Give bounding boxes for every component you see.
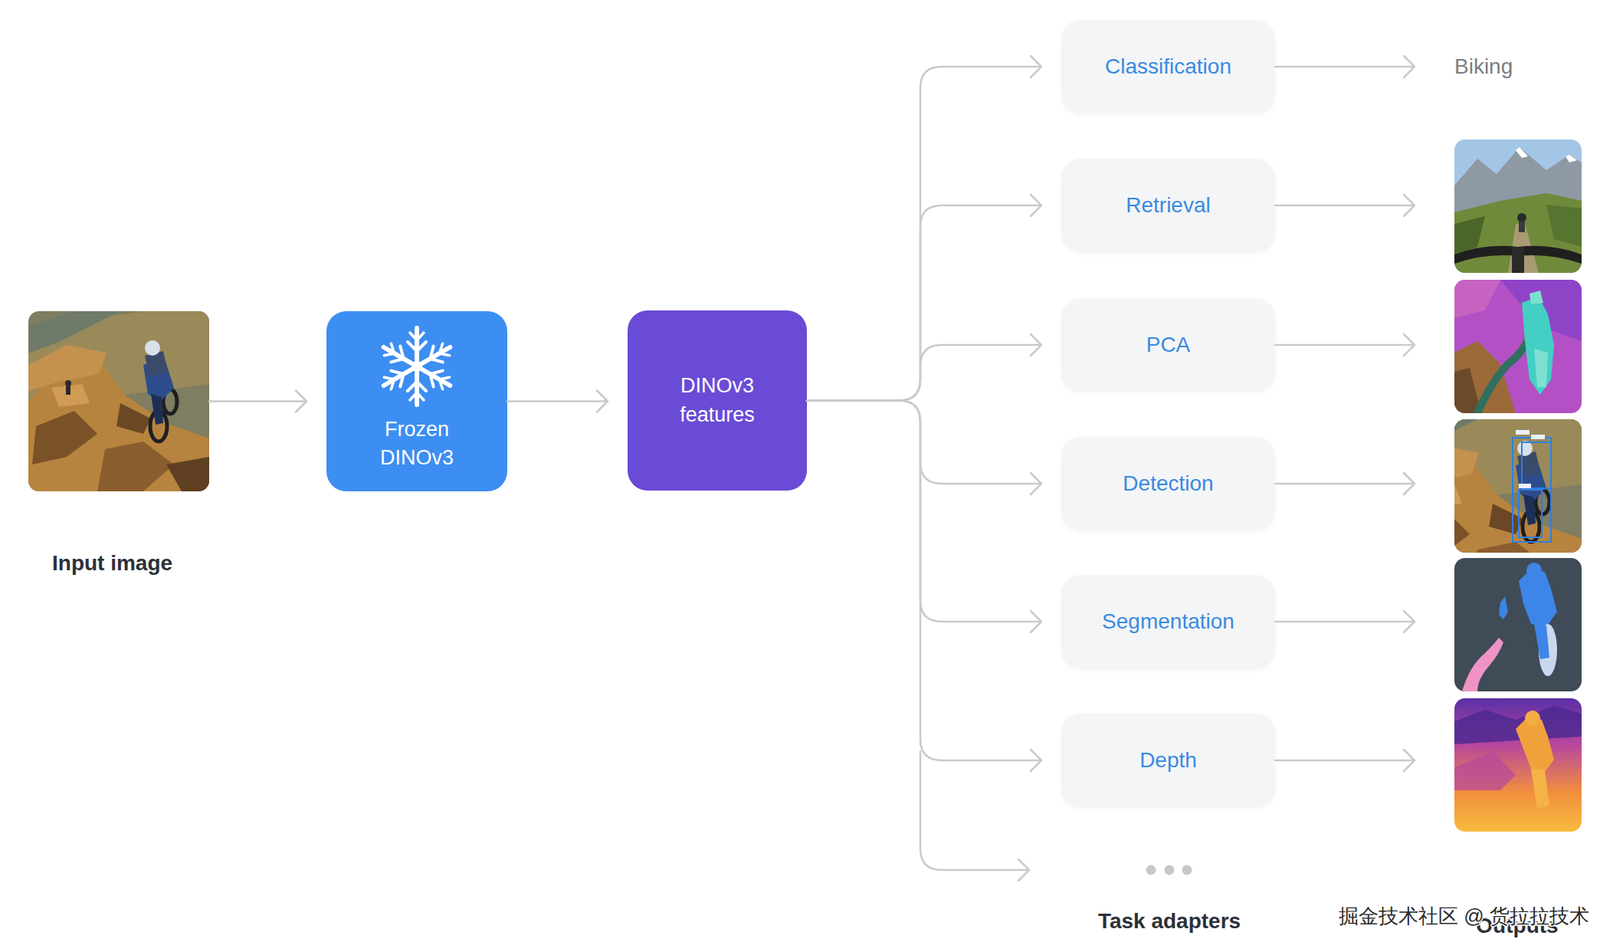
- segmentation-output-mask-part: [1534, 623, 1550, 660]
- output-arrows-part: [1275, 55, 1415, 78]
- connector-arrow: [806, 400, 1042, 772]
- input-image: Input image: [28, 311, 210, 492]
- pca-output-image-part: [1454, 279, 1501, 319]
- retrieval-output-photo-part: [1515, 147, 1528, 158]
- snowflake-icon: [379, 327, 456, 405]
- connector-arrow: [806, 400, 1042, 633]
- node-text: Frozen DINOv3: [359, 415, 475, 473]
- box-tag: [1518, 483, 1532, 489]
- node-text: DINOv3 features: [659, 371, 775, 430]
- connector-arrow: [806, 334, 1042, 401]
- node-text: PCA: [1146, 330, 1191, 361]
- task-adapter-box: Depth: [1061, 713, 1276, 807]
- pca-output-image-part: [1529, 290, 1544, 305]
- bounding-box: [1512, 437, 1551, 542]
- segmentation-output-mask: [1454, 557, 1582, 692]
- task-adapter-box: Classification: [1061, 19, 1276, 114]
- retrieval-output-photo-part: [1511, 246, 1525, 273]
- segmentation-output-mask-part: [1526, 562, 1542, 578]
- segmentation-output-mask-part: [1498, 596, 1509, 620]
- image-caption: Input image: [52, 550, 173, 577]
- output-arrows-part: [1275, 194, 1415, 217]
- bounding-box: [1521, 442, 1551, 489]
- retrieval-output-photo-part: [1518, 221, 1525, 233]
- pca-output-image-part: [1521, 296, 1555, 395]
- node-text: Detection: [1122, 468, 1214, 499]
- input-photo-scene: [28, 311, 210, 492]
- retrieval-output-photo-part: [1517, 213, 1527, 223]
- pca-output-image: [1454, 279, 1582, 414]
- depth-output-map-part: [1454, 751, 1516, 791]
- depth-output-map-part: [1531, 768, 1550, 809]
- depth-output-map-part: [1454, 698, 1582, 832]
- node-text: Retrieval: [1125, 190, 1210, 221]
- snowflake-icon-part: [379, 358, 422, 394]
- retrieval-output-photo: [1454, 139, 1582, 273]
- node-text: Segmentation: [1101, 606, 1235, 637]
- task-adapter-box: PCA: [1061, 298, 1276, 392]
- segmentation-output-mask-part: [1462, 637, 1504, 692]
- connector-arrow: [507, 390, 608, 413]
- retrieval-output-photo-part: [1546, 204, 1582, 247]
- detection-photo-scene: [1454, 419, 1582, 553]
- box-tag: [1515, 429, 1530, 435]
- retrieval-output-photo-part: [1454, 139, 1582, 273]
- features-box: DINOv3 features: [627, 310, 807, 491]
- output-arrows: [1275, 55, 1415, 771]
- more-adapters-branch-part: [920, 750, 1030, 881]
- task-adapter-box: Detection: [1061, 436, 1276, 531]
- node-text: Depth: [1139, 745, 1197, 776]
- input-photo: [28, 311, 210, 492]
- snowflake-icon-part: [379, 339, 422, 375]
- segmentation-output-mask-part: [1518, 568, 1558, 627]
- ellipsis-dots: [1146, 865, 1193, 876]
- column-heading: Task adapters: [1098, 908, 1241, 935]
- output-arrows-part: [1275, 334, 1415, 356]
- watermark: 掘金技术社区 @ 货拉拉技术: [1338, 904, 1590, 928]
- output-arrows-part: [1275, 610, 1415, 633]
- retrieval-output-photo-part: [1565, 154, 1578, 163]
- depth-output-map: [1454, 698, 1582, 832]
- connector-arrow: [806, 400, 1042, 496]
- pca-output-image-part: [1534, 348, 1548, 387]
- depth-output-map-part: [1454, 705, 1582, 745]
- task-adapter-box: Segmentation: [1061, 574, 1276, 669]
- connector-arrow: [209, 390, 307, 413]
- ellipsis-dots-part: [1146, 865, 1157, 876]
- output-class-label: Biking: [1454, 53, 1513, 80]
- bounding-box: [1518, 489, 1542, 538]
- node-text: Classification: [1104, 52, 1232, 82]
- pca-output-image-part: [1477, 333, 1532, 414]
- output-arrows-part: [1275, 472, 1415, 495]
- retrieval-output-photo-part: [1454, 193, 1582, 273]
- snowflake-icon-part: [411, 360, 423, 372]
- ellipsis-dots-part: [1182, 865, 1193, 876]
- pca-output-image-part: [1454, 279, 1582, 414]
- more-adapters-branch: [920, 750, 1030, 881]
- connector-arrow: [806, 194, 1042, 401]
- box-tag: [1531, 434, 1545, 440]
- ellipsis-dots-part: [1164, 865, 1175, 876]
- detection-output-photo: [1454, 419, 1582, 553]
- snowflake-icon-part: [412, 339, 455, 375]
- segmentation-output-mask-part: [1454, 557, 1582, 692]
- output-arrows-part: [1275, 749, 1415, 771]
- depth-output-map-part: [1524, 710, 1541, 726]
- connector-arrow: [806, 55, 1042, 401]
- task-adapter-box: Retrieval: [1061, 158, 1276, 253]
